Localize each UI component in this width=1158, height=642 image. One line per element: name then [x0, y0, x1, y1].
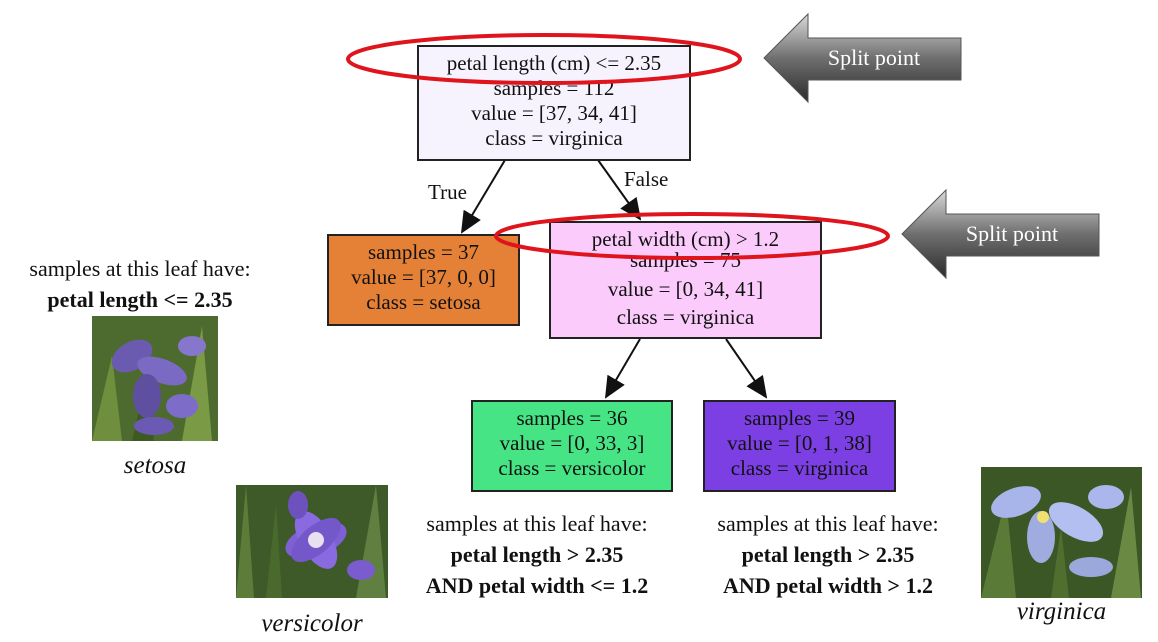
species-label-versicolor: versicolor — [261, 610, 363, 637]
caption-setosa-line2: petal length <= 2.35 — [47, 287, 233, 312]
caption-setosa: samples at this leaf have: petal length … — [0, 253, 280, 315]
left-arrow-icon — [901, 188, 1100, 280]
caption-versicolor: samples at this leaf have: petal length … — [397, 508, 677, 601]
root-node: petal length (cm) <= 2.35 samples = 112 … — [417, 45, 691, 161]
left-arrow-icon — [763, 12, 962, 104]
leaf-versicolor-samples: samples = 36 — [516, 406, 628, 430]
mid-samples: samples = 75 — [630, 248, 741, 272]
leaf-versicolor-value: value = [0, 33, 3] — [499, 431, 645, 455]
leaf-setosa-class: class = setosa — [366, 290, 481, 314]
edge-mid-right — [725, 338, 768, 399]
caption-versicolor-line2: petal length > 2.35 — [450, 542, 624, 567]
leaf-setosa: samples = 37 value = [37, 0, 0] class = … — [327, 234, 520, 326]
leaf-virginica: samples = 39 value = [0, 1, 38] class = … — [703, 400, 896, 492]
mid-value: value = [0, 34, 41] — [607, 277, 764, 301]
edge-true — [460, 159, 506, 234]
root-value: value = [37, 34, 41] — [471, 101, 637, 125]
split-point-label-1: Split point — [828, 45, 920, 70]
edge-true-label: True — [428, 180, 467, 204]
leaf-versicolor-class: class = versicolor — [498, 456, 646, 480]
species-label-virginica: virginica — [1016, 598, 1107, 625]
ellipse-highlight-root — [346, 33, 742, 85]
edge-false-label: False — [624, 167, 669, 191]
leaf-setosa-samples: samples = 37 — [368, 240, 479, 264]
iris-versicolor-photo — [236, 485, 388, 598]
iris-setosa-photo — [92, 316, 218, 441]
leaf-setosa-value: value = [37, 0, 0] — [351, 265, 496, 289]
leaf-versicolor: samples = 36 value = [0, 33, 3] class = … — [471, 400, 673, 492]
leaf-virginica-samples: samples = 39 — [744, 406, 855, 430]
caption-versicolor-line3: AND petal width <= 1.2 — [425, 573, 649, 598]
split-point-arrow-1: Split point — [763, 12, 962, 104]
split-point-label-2: Split point — [966, 221, 1058, 246]
caption-virginica-line2: petal length > 2.35 — [741, 542, 915, 567]
split-point-arrow-2: Split point — [901, 188, 1100, 280]
mid-split-condition: petal width (cm) > 1.2 — [591, 227, 780, 251]
caption-virginica: samples at this leaf have: petal length … — [688, 508, 968, 601]
species-label-setosa: setosa — [123, 452, 187, 479]
root-samples: samples = 112 — [493, 76, 615, 100]
ellipse-highlight-mid — [494, 212, 890, 260]
caption-setosa-line1: samples at this leaf have: — [29, 256, 251, 281]
caption-versicolor-line1: samples at this leaf have: — [426, 511, 648, 536]
caption-virginica-line1: samples at this leaf have: — [717, 511, 939, 536]
leaf-virginica-class: class = virginica — [730, 456, 869, 480]
edge-mid-left — [604, 338, 641, 399]
leaf-virginica-value: value = [0, 1, 38] — [727, 431, 872, 455]
edge-false — [597, 159, 642, 221]
root-split-condition: petal length (cm) <= 2.35 — [446, 51, 662, 75]
caption-virginica-line3: AND petal width > 1.2 — [723, 573, 933, 598]
mid-class: class = virginica — [616, 305, 755, 329]
iris-virginica-photo — [981, 467, 1142, 598]
root-class: class = virginica — [485, 126, 623, 150]
mid-node: petal width (cm) > 1.2 samples = 75 valu… — [549, 221, 822, 339]
